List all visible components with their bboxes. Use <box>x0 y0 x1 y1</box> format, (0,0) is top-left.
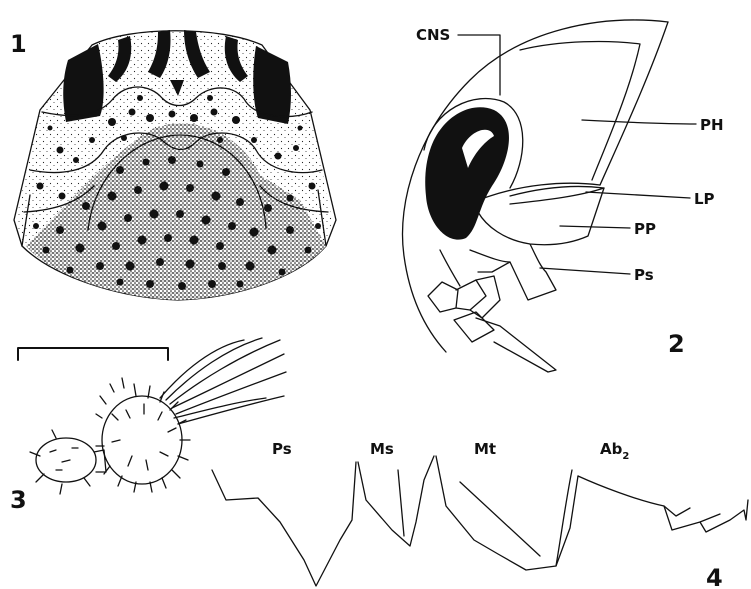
figure-4-sterna: Ps Ms Mt Ab2 4 <box>212 440 748 589</box>
label-ab-subscript: 2 <box>622 451 629 462</box>
antenna-scape <box>36 438 96 482</box>
label-ab: Ab2 <box>600 440 629 462</box>
leader-ph <box>582 120 696 124</box>
leader-pp <box>560 226 630 228</box>
label-mt: Mt <box>474 440 496 458</box>
lp-sclerite <box>510 186 604 204</box>
propleura-lobe <box>478 188 604 245</box>
figure-1-number: 1 <box>10 30 27 58</box>
label-ps: Ps <box>634 266 654 284</box>
prosternum <box>510 244 556 300</box>
figure-1-head-frontal: 1 <box>10 30 336 300</box>
flagellum-hairs <box>96 378 190 492</box>
metasternum-diagonal <box>460 482 540 556</box>
scale-bar <box>18 348 168 360</box>
figure-3-antenna: 3 <box>10 338 286 514</box>
leader-ps <box>540 268 630 274</box>
antenna-segment-1 <box>428 282 458 312</box>
rostrum-tip <box>476 318 556 372</box>
frons-line <box>440 250 460 286</box>
mesosternum-inner-line <box>398 470 404 536</box>
label-ps-fig4: Ps <box>272 440 292 458</box>
figure-2-head-lateral: CNS PH LP PP Ps 2 <box>402 20 723 372</box>
antenna-long-setae <box>160 338 286 424</box>
pronotum-hind-margin <box>600 22 668 185</box>
label-ms: Ms <box>370 440 394 458</box>
abdominal-sternite-4 <box>700 500 748 532</box>
figure-2-number: 2 <box>668 330 685 358</box>
label-ph: PH <box>700 116 724 134</box>
prosternum-plate <box>212 462 356 586</box>
label-pp: PP <box>634 220 656 238</box>
mesosternum-plate <box>358 456 434 546</box>
metasternum-plate <box>436 456 578 570</box>
scape-dashes <box>50 448 78 470</box>
label-lp: LP <box>694 190 715 208</box>
inner-sclerite <box>520 42 640 180</box>
antenna-segment-2 <box>456 280 486 310</box>
scape-hairs <box>30 430 90 494</box>
abdominal-sternite-2 <box>578 476 690 516</box>
figure-4-number: 4 <box>706 564 723 589</box>
lateral-compound-eye <box>425 107 509 239</box>
metasternum-rim <box>556 470 572 566</box>
rostrum-segment-2 <box>454 312 494 342</box>
label-ab-main: Ab <box>600 440 623 458</box>
abdominal-sternite-3 <box>664 506 720 530</box>
antennal-base <box>470 250 510 272</box>
figure-3-number: 3 <box>10 486 27 514</box>
label-cns: CNS <box>416 26 450 44</box>
